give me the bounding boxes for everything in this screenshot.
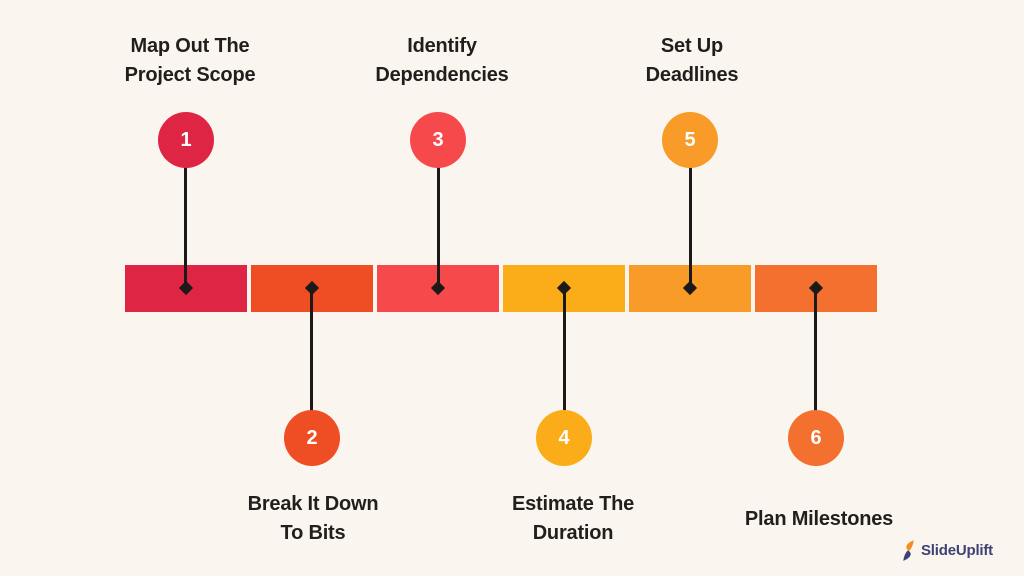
- connector-line-6: [814, 288, 817, 412]
- step-circle-6: 6: [788, 410, 844, 466]
- connector-line-2: [310, 288, 313, 412]
- step-circle-3: 3: [410, 112, 466, 168]
- connector-line-5: [689, 166, 692, 288]
- step-label-2-line-2: To Bits: [280, 522, 346, 544]
- connector-line-4: [563, 288, 566, 412]
- step-label-3-line-2: Dependencies: [375, 64, 509, 86]
- step-label-2-line-1: Break It Down: [247, 493, 379, 515]
- step-number-3: 3: [432, 128, 444, 151]
- step-circle-4: 4: [536, 410, 592, 466]
- step-label-4-line-2: Duration: [532, 522, 614, 544]
- connector-line-3: [437, 166, 440, 288]
- step-label-3: Identify Dependencies: [322, 32, 562, 90]
- step-number-1: 1: [180, 128, 192, 151]
- step-label-6: Plan Milestones: [699, 490, 939, 548]
- slideuplift-icon: [903, 540, 914, 561]
- brand-name: SlideUplift: [921, 542, 993, 559]
- brand-logo: SlideUplift: [901, 540, 993, 561]
- step-label-3-line-1: Identify: [407, 35, 477, 57]
- step-label-4: Estimate The Duration: [453, 490, 693, 548]
- step-number-6: 6: [810, 426, 822, 449]
- step-label-4-line-1: Estimate The: [511, 493, 635, 515]
- step-label-5-line-2: Deadlines: [645, 64, 739, 86]
- step-circle-2: 2: [284, 410, 340, 466]
- step-label-2: Break It Down To Bits: [193, 490, 433, 548]
- step-label-1-line-1: Map Out The: [130, 35, 250, 57]
- step-label-5-line-1: Set Up: [660, 35, 724, 57]
- step-label-5: Set Up Deadlines: [572, 32, 812, 90]
- connector-line-1: [184, 166, 187, 288]
- step-label-1-line-2: Project Scope: [124, 64, 256, 86]
- step-label-6-line-1: Plan Milestones: [744, 507, 894, 530]
- step-circle-5: 5: [662, 112, 718, 168]
- step-number-2: 2: [306, 426, 318, 449]
- step-number-5: 5: [684, 128, 696, 151]
- step-label-1: Map Out The Project Scope: [70, 32, 310, 90]
- step-number-4: 4: [558, 426, 570, 449]
- step-circle-1: 1: [158, 112, 214, 168]
